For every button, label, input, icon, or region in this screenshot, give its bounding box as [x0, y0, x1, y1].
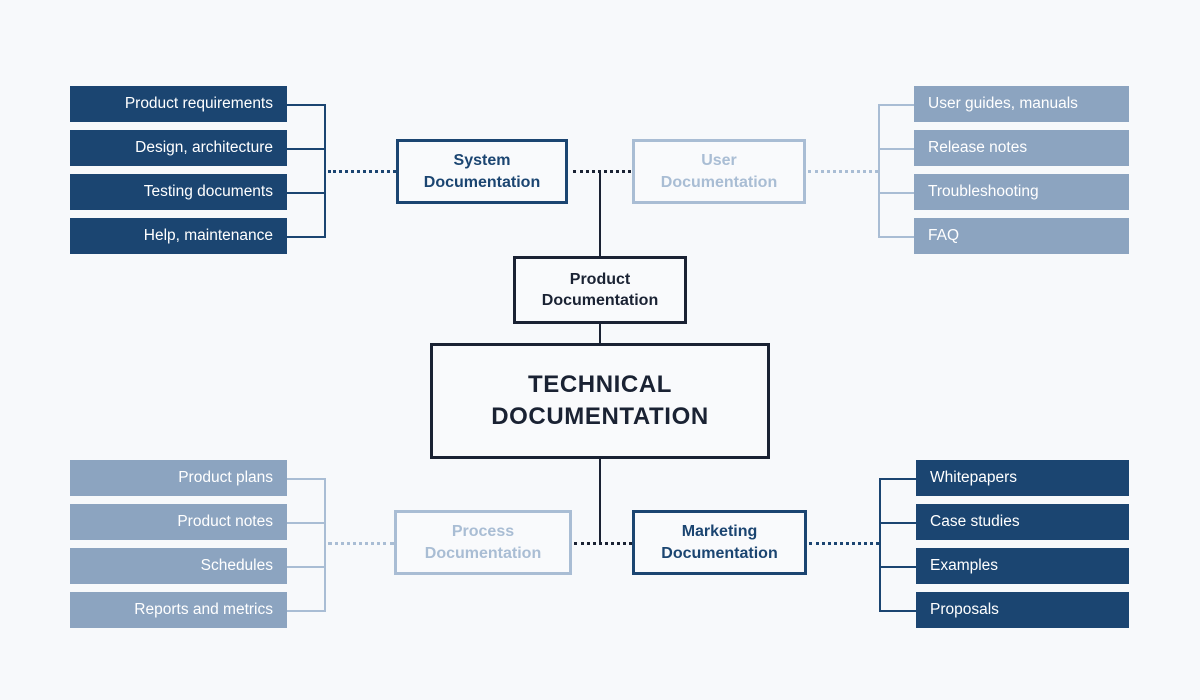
chip-process-3[interactable]: Schedules: [70, 548, 287, 584]
node-process-documentation[interactable]: Process Documentation: [394, 510, 572, 575]
connector-user-stub-4: [878, 236, 914, 238]
connector-user-stub-1: [878, 104, 914, 106]
connector-top-spine: [599, 171, 601, 256]
connector-marketing-dotted: [809, 542, 879, 545]
node-product-line2: Documentation: [541, 292, 659, 309]
connector-system-to-user-dotted: [573, 170, 631, 173]
chip-user-4[interactable]: FAQ: [914, 218, 1129, 254]
connector-system-spine: [324, 104, 326, 238]
connector-system-stub-3: [287, 192, 324, 194]
chip-system-1[interactable]: Product requirements: [70, 86, 287, 122]
node-product-documentation[interactable]: Product Documentation: [513, 256, 687, 324]
node-system-line1: System: [453, 152, 511, 170]
node-process-line1: Process: [451, 523, 515, 541]
chip-process-1[interactable]: Product plans: [70, 460, 287, 496]
connector-process-stub-1: [287, 478, 324, 480]
chip-marketing-3[interactable]: Examples: [916, 548, 1129, 584]
chip-user-1[interactable]: User guides, manuals: [914, 86, 1129, 122]
connector-process-to-marketing-dotted: [574, 542, 632, 545]
node-root-line1: TECHNICAL: [527, 371, 673, 399]
connector-product-to-root: [599, 324, 601, 344]
node-user-line1: User: [701, 152, 737, 170]
connector-process-stub-3: [287, 566, 324, 568]
chip-marketing-2[interactable]: Case studies: [916, 504, 1129, 540]
connector-marketing-stub-3: [879, 566, 916, 568]
node-technical-documentation[interactable]: TECHNICAL DOCUMENTATION: [430, 343, 770, 459]
node-marketing-line2: Documentation: [661, 544, 778, 562]
connector-process-spine: [324, 478, 326, 612]
connector-process-dotted: [328, 542, 394, 545]
connector-marketing-stub-1: [879, 478, 916, 480]
connector-marketing-spine: [879, 478, 881, 612]
chip-process-2[interactable]: Product notes: [70, 504, 287, 540]
node-marketing-documentation[interactable]: Marketing Documentation: [632, 510, 807, 575]
node-marketing-line1: Marketing: [681, 523, 758, 541]
chip-system-4[interactable]: Help, maintenance: [70, 218, 287, 254]
node-user-documentation[interactable]: User Documentation: [632, 139, 806, 204]
chip-user-3[interactable]: Troubleshooting: [914, 174, 1129, 210]
connector-marketing-stub-4: [879, 610, 916, 612]
chip-user-2[interactable]: Release notes: [914, 130, 1129, 166]
chip-marketing-1[interactable]: Whitepapers: [916, 460, 1129, 496]
connector-user-stub-3: [878, 192, 914, 194]
connector-user-dotted: [808, 170, 878, 173]
node-system-line2: Documentation: [423, 173, 541, 191]
connector-system-stub-4: [287, 236, 324, 238]
connector-system-stub-2: [287, 148, 324, 150]
connector-process-stub-2: [287, 522, 324, 524]
connector-root-to-bottom: [599, 459, 601, 543]
chip-marketing-4[interactable]: Proposals: [916, 592, 1129, 628]
node-system-documentation[interactable]: System Documentation: [396, 139, 568, 204]
node-process-line2: Documentation: [424, 544, 542, 562]
chip-system-2[interactable]: Design, architecture: [70, 130, 287, 166]
chip-process-4[interactable]: Reports and metrics: [70, 592, 287, 628]
connector-system-dotted: [328, 170, 396, 173]
node-root-line2: DOCUMENTATION: [491, 403, 709, 430]
connector-process-stub-4: [287, 610, 324, 612]
node-user-line2: Documentation: [660, 173, 778, 191]
chip-system-3[interactable]: Testing documents: [70, 174, 287, 210]
connector-user-spine: [878, 104, 880, 238]
connector-system-stub-1: [287, 104, 324, 106]
node-product-line1: Product: [569, 270, 631, 288]
connector-marketing-stub-2: [879, 522, 916, 524]
connector-user-stub-2: [878, 148, 914, 150]
